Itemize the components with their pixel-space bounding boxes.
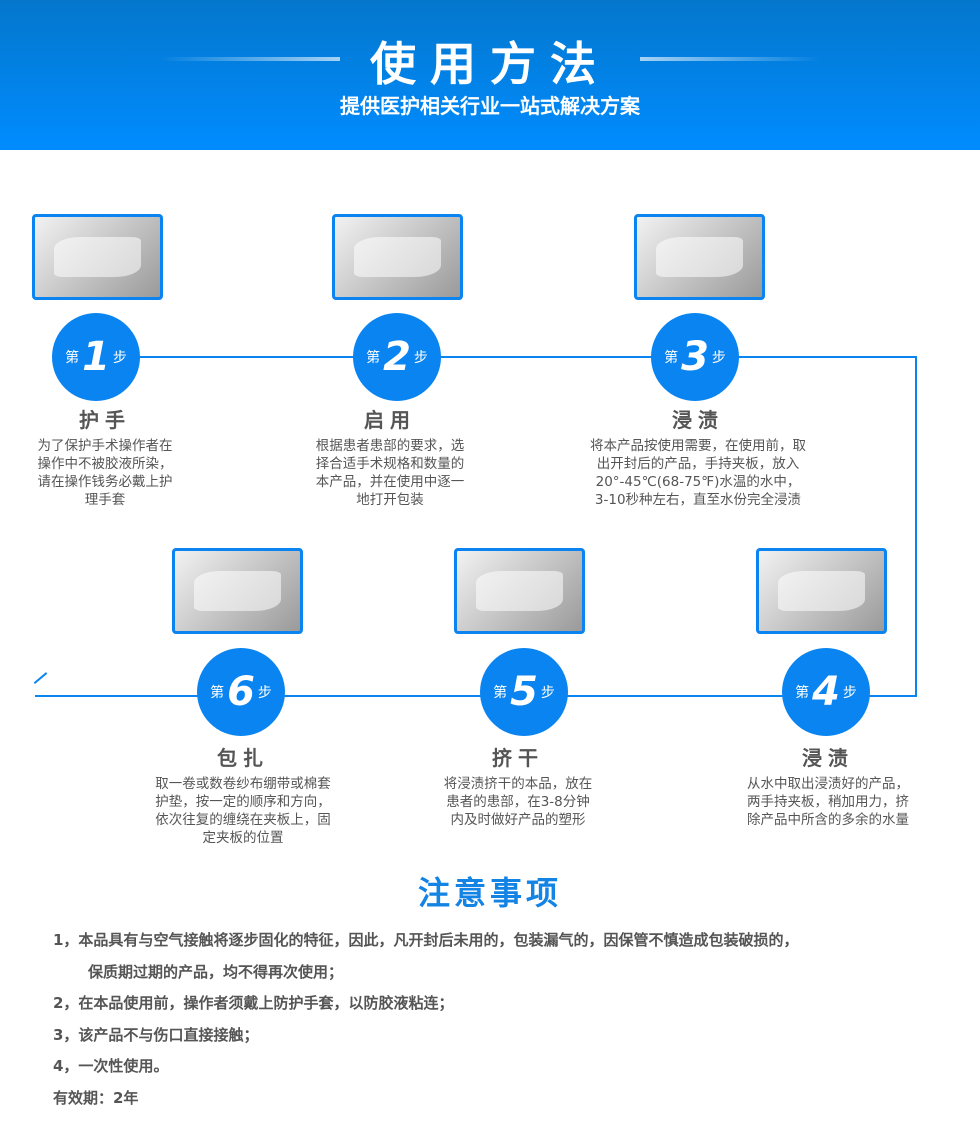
step-5-image — [454, 548, 585, 634]
step-title: 护手 — [79, 408, 131, 432]
step-3-text: 浸渍将本产品按使用需要，在使用前，取 出开封后的产品，手持夹板，放入 20°-4… — [543, 404, 853, 509]
decor-line-right — [640, 57, 820, 61]
step-1-image — [32, 214, 163, 300]
note-item: 2，在本品使用前，操作者须戴上防护手套，以防胶液粘连； — [53, 994, 454, 1012]
step-description: 根据患者患部的要求，选 择合适手术规格和数量的 本产品，并在使用中逐一 地打开包… — [315, 438, 465, 508]
step-2-text: 启用根据患者患部的要求，选 择合适手术规格和数量的 本产品，并在使用中逐一 地打… — [275, 404, 505, 509]
header-banner: 使用方法 提供医护相关行业一站式解决方案 — [0, 0, 980, 150]
note-item: 3，该产品不与伤口直接接触； — [53, 1025, 259, 1044]
decor-line-left — [160, 57, 340, 61]
step-title: 启用 — [364, 408, 416, 432]
step-description: 将本产品按使用需要，在使用前，取 出开封后的产品，手持夹板，放入 20°-45℃… — [590, 438, 806, 508]
step-6-image — [172, 548, 303, 634]
step-3-image — [634, 214, 765, 300]
step-description: 从水中取出浸渍好的产品， 两手持夹板，稍加用力，挤 除产品中所含的多余的水量 — [747, 776, 909, 828]
flow-line-top — [96, 356, 917, 358]
note-item: 4，一次性使用。 — [53, 1057, 169, 1075]
step-4-image — [756, 548, 887, 634]
step-description: 为了保护手术操作者在 操作中不被胶液所染， 请在操作钱务必戴上护 理手套 — [37, 438, 173, 508]
note-item: 1，本品具有与空气接触将逐步固化的特征，因此，凡开封后未用的，包装漏气的，因保管… — [53, 931, 799, 949]
step-title: 浸渍 — [672, 408, 724, 432]
validity-period: 有效期：2年 — [53, 1088, 139, 1107]
step-4-text: 浸渍从水中取出浸渍好的产品， 两手持夹板，稍加用力，挤 除产品中所含的多余的水量 — [713, 742, 943, 829]
flow-line-bottom — [35, 695, 917, 697]
step-2-image — [332, 214, 463, 300]
flow-line-right — [915, 356, 917, 697]
step-title: 浸渍 — [802, 746, 854, 770]
page-title: 使用方法 — [370, 37, 610, 91]
step-5-text: 挤干将浸渍挤干的本品，放在 患者的患部，在3-8分钟 内及时做好产品的塑形 — [403, 742, 633, 829]
arrow-left-icon — [33, 672, 48, 684]
notes-title: 注意事项 — [417, 874, 562, 912]
note-item: 保质期过期的产品，均不得再次使用； — [88, 962, 344, 981]
step-6-text: 包扎取一卷或数卷纱布绷带或棉套 护垫，按一定的顺序和方向， 依次往复的缠绕在夹板… — [128, 742, 358, 847]
step-description: 将浸渍挤干的本品，放在 患者的患部，在3-8分钟 内及时做好产品的塑形 — [443, 776, 593, 828]
step-title: 挤干 — [492, 746, 544, 770]
step-description: 取一卷或数卷纱布绷带或棉套 护垫，按一定的顺序和方向， 依次往复的缠绕在夹板上，… — [155, 776, 331, 846]
notes-list: 1，本品具有与空气接触将逐步固化的特征，因此，凡开封后未用的，包装漏气的，因保管… — [53, 928, 798, 1117]
step-1-text: 护手为了保护手术操作者在 操作中不被胶液所染， 请在操作钱务必戴上护 理手套 — [0, 404, 220, 509]
page-subtitle: 提供医护相关行业一站式解决方案 — [340, 94, 640, 118]
step-title: 包扎 — [217, 746, 269, 770]
